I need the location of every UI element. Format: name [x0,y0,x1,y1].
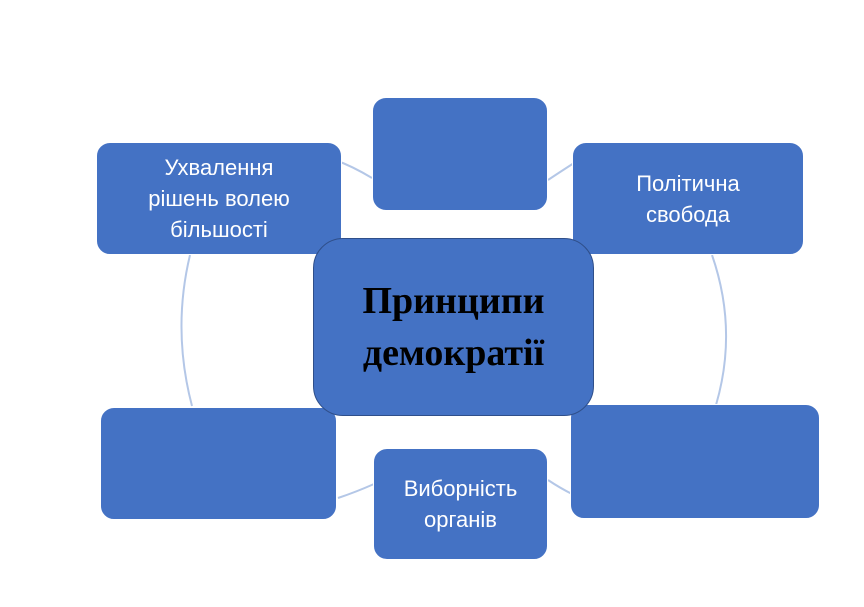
connector-arc-right [711,254,728,406]
node-bottom-right [570,404,820,519]
connector-arc-top-right [547,162,575,181]
node-bottom-left [100,407,337,520]
node-top-left: Ухвалення рішень волею більшості [96,142,342,255]
connector-arc-left [180,254,193,407]
connector-arc-bottom-right [547,479,573,495]
center-node-title: Принципи демократії [313,238,594,416]
node-top [372,97,548,211]
node-bottom: Виборність органів [373,448,548,560]
node-top-right: Політична свобода [572,142,804,255]
connector-arc-bottom-left [337,483,375,499]
